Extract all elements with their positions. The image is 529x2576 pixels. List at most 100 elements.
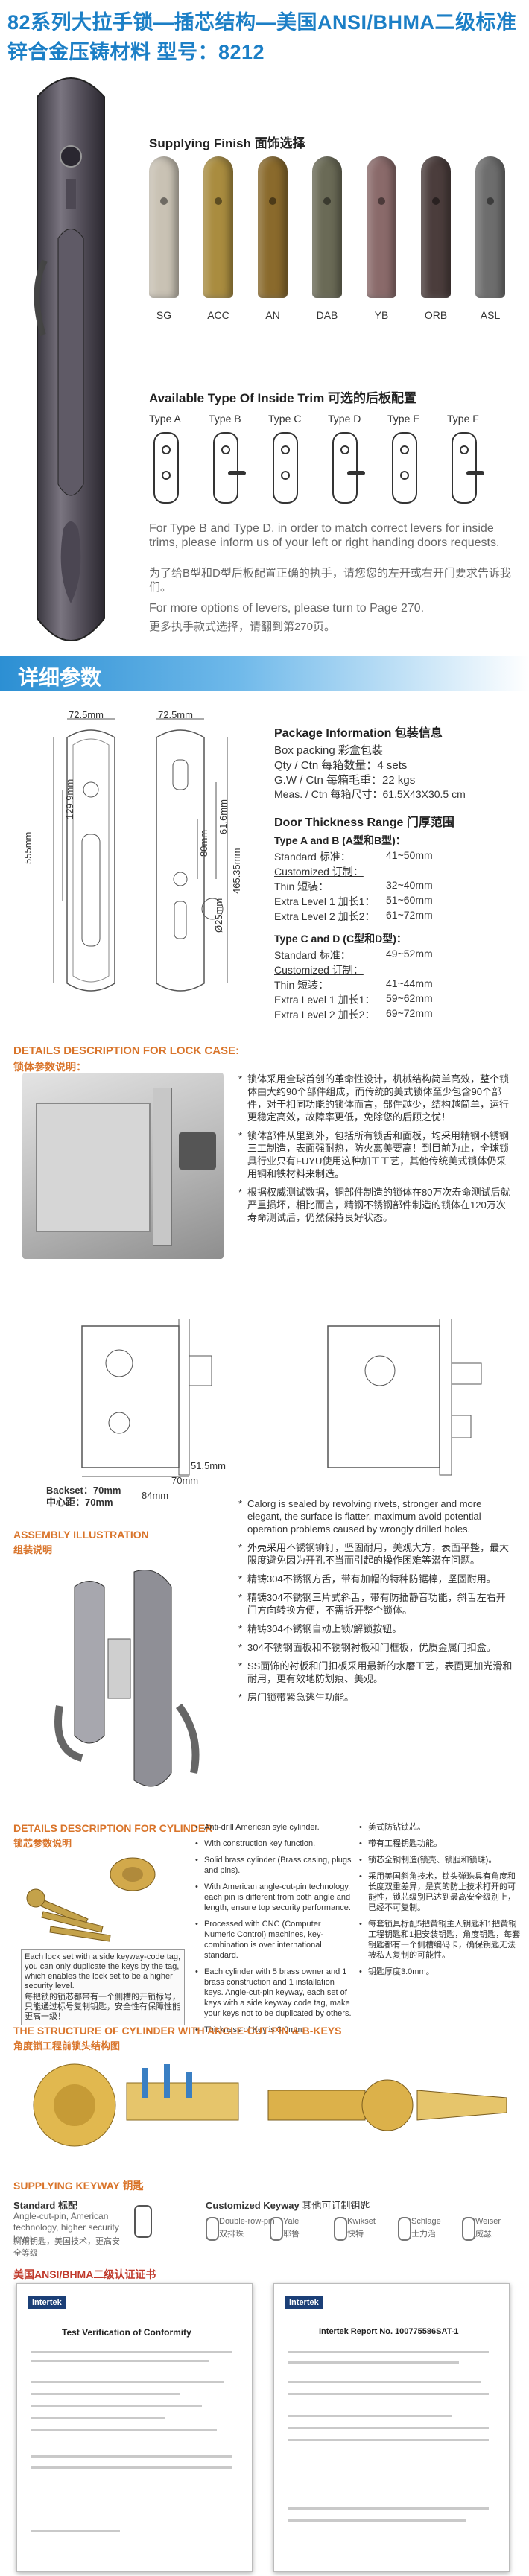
lock-product-image: [22, 67, 119, 656]
bullet-item: With American angle-cut-pin technology, …: [195, 1882, 352, 1913]
keyway-name: Kwikset: [347, 2217, 376, 2226]
thickness-row: Thin 短装：32~40mm: [274, 879, 433, 894]
trim-knob: [281, 471, 290, 480]
keyway-custom-cn: 其他可订制钥匙: [302, 2200, 370, 2211]
doc-line: [288, 2361, 459, 2364]
dim-80: 80mm: [198, 829, 209, 857]
package-line: Qty / Ctn 每箱数量：4 sets: [274, 759, 408, 772]
doc-line: [31, 2351, 232, 2353]
cylinder-photo: [21, 1852, 185, 1949]
package-line: Meas. / Ctn 每箱尺寸：61.5X43X30.5 cm: [274, 788, 466, 800]
finish-label: DAB: [316, 309, 338, 321]
doc-line: [288, 2439, 489, 2441]
doc-line: [288, 2519, 466, 2522]
keyway-standard-cn: 标配: [57, 2200, 77, 2211]
thickness-title-cn: 门厚范围: [406, 816, 454, 829]
finish-swatch-an: [258, 156, 288, 298]
thickness-row-value: 41~44mm: [386, 977, 433, 989]
bullet-item: 精铸304不锈钢方舌，带有加帽的特种防锯棒，坚固耐用。: [238, 1573, 514, 1585]
finish-swatch-dab: [312, 156, 342, 298]
dim-70: 70mm: [171, 1475, 199, 1486]
assembly-title-cn: 组装说明: [13, 1544, 53, 1555]
bullet-item: Solid brass cylinder (Brass casing, plug…: [195, 1855, 352, 1876]
thickness-row-value: 69~72mm: [386, 1007, 433, 1019]
package-line: Box packing 彩盒包装: [274, 744, 383, 757]
trim-knob: [162, 445, 171, 454]
trim-lever: [466, 471, 484, 475]
trim-type-label: Type C: [268, 413, 302, 425]
thickness-row: Thin 短装：41~44mm: [274, 977, 433, 992]
cylinder-title: DETAILS DESCRIPTION FOR CYLINDER: [13, 1822, 213, 1834]
keyway-standard-label: Standard: [13, 2200, 56, 2211]
doc-line: [288, 2393, 489, 2395]
page-title-line2: 锌合金压铸材料 型号：8212: [7, 41, 265, 63]
bullet-item: 钥匙厚度3.0mm。: [359, 1967, 523, 1977]
bullet-item: 锁体部件从里到外，包括所有锁舌和面板，均采用精钢不锈钢三工制造，表面强耐热，防火…: [238, 1129, 514, 1180]
doc-line: [31, 2393, 180, 2395]
keyway-icon: [334, 2217, 347, 2241]
trim-type-label: Type B: [209, 413, 241, 425]
assembly-title: ASSEMBLY ILLUSTRATION: [13, 1529, 149, 1541]
anglecut-title: THE STRUCTURE OF CYLINDER WITH ANGLE-CUT…: [13, 2025, 342, 2037]
trim-section-title: Available Type Of Inside Trim 可选的后板配置: [149, 387, 416, 406]
thickness-row-key: Standard 标准：: [274, 949, 351, 961]
intertek-logo: intertek: [28, 2296, 66, 2309]
finish-label: ASL: [480, 309, 501, 321]
trim-knob: [400, 471, 409, 480]
trim-type-label: Type A: [149, 413, 181, 425]
trim-lever: [347, 471, 365, 475]
thickness-cd-title: Type C and D (C型和D型)：: [274, 933, 407, 945]
bullet-item: 每套锁具标配5把黄铜主人钥匙和1把黄铜工程钥匙和1把安装钥匙，角度钥匙，每套钥匙…: [359, 1919, 523, 1961]
trim-knob: [340, 445, 349, 454]
thickness-row: Extra Level 2 加长2：61~72mm: [274, 909, 433, 924]
bullet-item: 采用美国斜角技术，锁头弹珠具有角度和长度双重差异，是真的防止技术打开的可能性，锁…: [359, 1871, 523, 1913]
keyway-title-cn: 钥匙: [122, 2180, 144, 2192]
trim-knob: [162, 471, 171, 480]
doc-line: [31, 2466, 232, 2469]
trim-type-diagram: [213, 432, 246, 504]
keyway-name-cn: 双排珠: [219, 2230, 244, 2239]
bullet-item: SS面饰的衬板和门扣板采用最新的水磨工艺，表面更加光滑和耐用，更有效地防划痕、美…: [238, 1660, 514, 1685]
thickness-row-value: 51~60mm: [386, 894, 433, 906]
bullet-item: 304不锈钢面板和不锈钢衬板和门框板，优质金属门扣盒。: [238, 1641, 514, 1654]
lockcase-bullets-top: 锁体采用全球首创的革命性设计，机械结构简单高效，整个锁体由大约90个部件组成，而…: [238, 1073, 514, 1230]
finish-section-title: Supplying Finish 面饰选择: [149, 133, 305, 151]
trim-type-label: Type E: [387, 413, 420, 425]
thickness-row-key: Extra Level 2 加长2：: [274, 1009, 376, 1021]
bullet-item: 锁体采用全球首创的革命性设计，机械结构简单高效，整个锁体由大约90个部件组成，而…: [238, 1073, 514, 1123]
bullet-item: 美式防钻锁芯。: [359, 1822, 523, 1833]
trim-note-en: For Type B and Type D, in order to match…: [149, 522, 500, 549]
cert-document-2: intertek Intertek Report No. 100775586SA…: [273, 2283, 510, 2572]
thickness-section-title: Door Thickness Range 门厚范围: [274, 812, 454, 830]
keyway-name: Yale: [283, 2217, 300, 2226]
keyway-icon: [462, 2217, 475, 2241]
bullet-item: Anti-drill American syle cylinder.: [195, 1822, 352, 1833]
finish-title-cn: 面饰选择: [254, 136, 305, 150]
keyway-standard-desc: Angle-cut-pin, American technology, high…: [13, 2211, 119, 2244]
doc-line: [31, 2417, 165, 2419]
backset-label: Backset：70mm: [46, 1485, 121, 1496]
keyway-custom-heading: Customized Keyway 其他可订制钥匙: [206, 2198, 370, 2212]
keyway-name: Double-row-pin: [219, 2217, 275, 2226]
keyway-name-cn: 快特: [347, 2230, 364, 2239]
finish-swatch-acc: [203, 156, 233, 298]
doc-line: [288, 2415, 452, 2417]
cylinder-photo-note: Each lock set with a side keyway-code ta…: [21, 1949, 185, 2025]
thickness-row-key: Extra Level 1 加长1：: [274, 895, 376, 907]
thickness-row-key: Customized 订制：: [274, 866, 364, 878]
keyway-name-cn: 耶鲁: [283, 2230, 300, 2239]
keyway-icon: [398, 2217, 411, 2241]
finish-swatch-yb: [367, 156, 396, 298]
anglecut-title-cn: 角度锁工程前锁头结构图: [13, 2040, 121, 2052]
trim-title: Available Type Of Inside Trim: [149, 391, 325, 405]
bullet-item: 带有工程钥匙功能。: [359, 1839, 523, 1849]
keyway-name-cn: 士力治: [411, 2230, 436, 2239]
finish-label: ORB: [424, 309, 448, 321]
thickness-row-value: 49~52mm: [386, 948, 433, 959]
cert-document-1: intertek Test Verification of Conformity: [16, 2283, 253, 2572]
thickness-row: Standard 标准：41~50mm: [274, 849, 433, 864]
thickness-row-key: Customized 订制：: [274, 964, 364, 976]
trim-type-diagram: [153, 432, 179, 504]
cylinder-note-en: Each lock set with a side keyway-code ta…: [25, 1952, 181, 1990]
package-line: G.W / Ctn 每箱毛重：22 kgs: [274, 774, 416, 787]
